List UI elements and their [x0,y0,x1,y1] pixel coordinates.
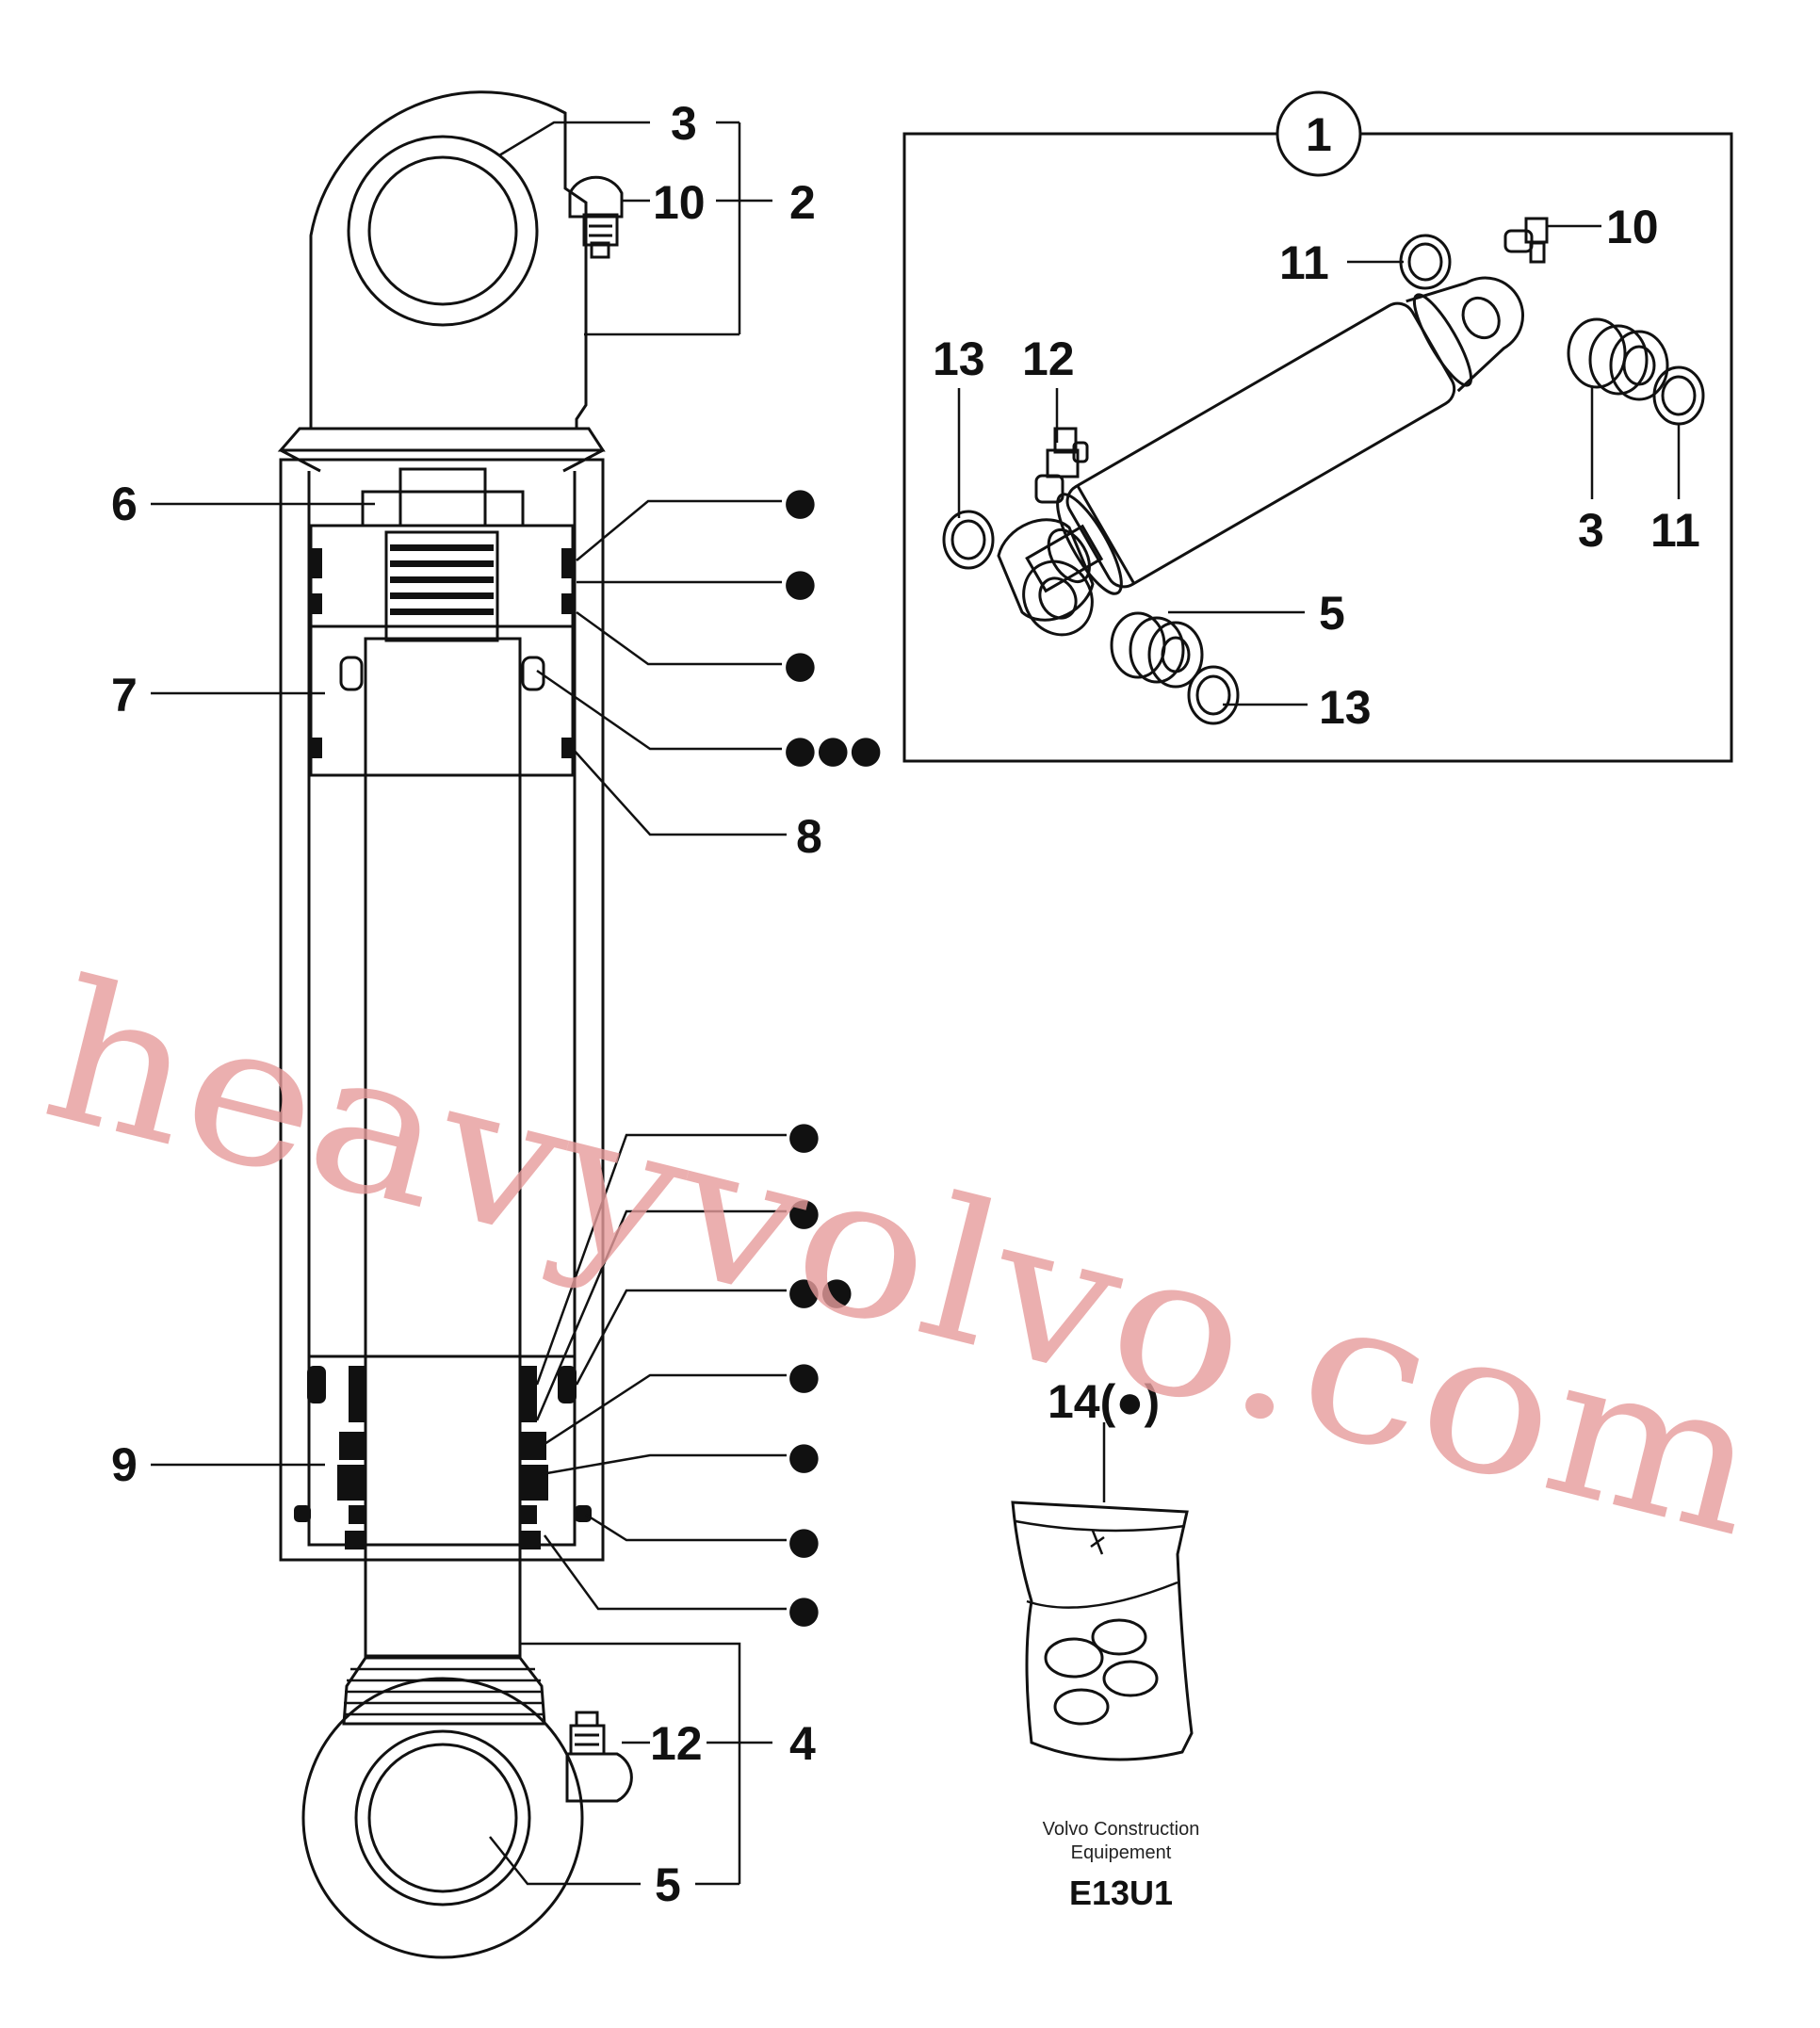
bottom-eye-outer [301,1677,584,1959]
inset-bushing-3 [1567,317,1669,401]
grease-nipple-top-icon [568,175,624,259]
inset-callout-12: 12 [1022,333,1075,385]
kit-bag-label: 14(●) [1048,1375,1160,1428]
callout-5: 5 [655,1858,681,1911]
inset-callout-10: 10 [1606,201,1659,253]
seal-marker-2: ● [784,561,817,605]
seal-marker-3: ● [784,643,817,687]
piston-rod [364,637,522,1658]
piston-thread-section [384,530,499,642]
bottom-eye-bore-outer [354,1729,531,1906]
callout-12: 12 [650,1717,703,1770]
seal-marker-4: ●●● [784,728,883,771]
seal-marker-10: ● [788,1519,821,1563]
gland-body [307,1355,577,1547]
seal-kit-bag: 14(●) [1011,1375,1194,1761]
callout-4: 4 [789,1717,816,1770]
seal-marker-8: ● [788,1355,821,1398]
seal-marker-1: ● [784,480,817,524]
top-eye-bore-inner [367,155,518,306]
callout-9: 9 [111,1438,138,1491]
credit-line-2: Equipement [1071,1842,1172,1863]
callout-3: 3 [671,97,697,150]
callout-10: 10 [653,176,706,229]
inset-callout-5: 5 [1319,587,1345,640]
inset-bushing-5 [1110,611,1204,689]
barrel-outer [279,458,605,1562]
inset-cylinder [1025,276,1525,595]
callout-8: 8 [796,810,822,863]
piston-seals [309,548,575,758]
inset-ring-13-bottom [1187,665,1240,725]
inset-leader-lines [957,224,1681,706]
seal-marker-11: ● [788,1588,821,1631]
callout-6: 6 [111,478,138,530]
piston-nut-shoulder [361,490,525,527]
bottom-eye-bore-inner [367,1743,518,1893]
inset-callout-13-bottom: 13 [1319,681,1372,734]
inset-callout-11-top: 11 [1279,236,1329,289]
leader-lines-left [151,121,787,1886]
callout-2: 2 [789,176,816,229]
seal-marker-9: ● [788,1435,821,1478]
piston-thread-lines [390,544,494,615]
seal-marker-6: ● [788,1191,821,1234]
inset-grease-nipple-12-icon [1034,427,1089,504]
inset-panel: 1 [902,90,1733,763]
piston-nut [398,467,487,527]
gland-seals [294,1366,592,1549]
grease-nipple-bottom-icon [565,1711,633,1803]
inset-callout-3: 3 [1578,504,1604,557]
callout-7: 7 [111,669,138,722]
head-flange [277,427,606,452]
inset-callout-13-left: 13 [933,333,985,385]
inset-kit-circle [1276,90,1362,177]
inset-grease-nipple-10-icon [1503,217,1549,264]
seal-marker-7: ●● [788,1270,853,1313]
cylinder-section [277,90,633,1959]
credit-line-1: Volvo Construction [1043,1819,1200,1840]
inset-ring-11-top [1399,234,1452,290]
watermark-text: heavyvolvo.com [26,939,1780,1581]
drawing-code: E13U1 [1069,1874,1173,1912]
inset-kit-number: 1 [1306,108,1332,161]
inset-callout-11-right: 11 [1650,504,1700,557]
top-eye-housing [309,90,588,430]
inset-ring-11-right [1652,365,1705,426]
inset-ring-13-left [942,510,995,570]
top-eye-bore-outer [347,135,539,327]
seal-marker-5: ● [788,1114,821,1158]
rod-end-thread [342,1656,546,1726]
inset-rod-eye [997,518,1095,637]
